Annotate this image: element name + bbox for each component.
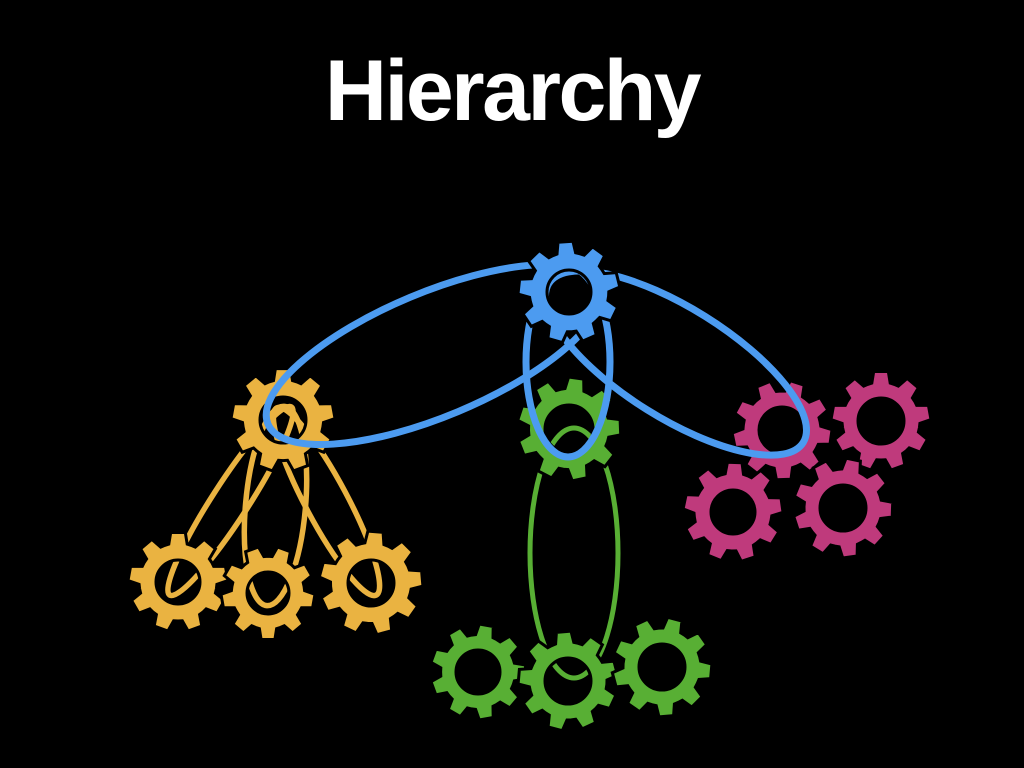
gear-yellow-child-2 <box>219 545 317 641</box>
gear-green-child-3 <box>610 615 714 719</box>
gear-pink-top-right <box>829 370 933 472</box>
edge-green-parent-to-green-child-2 <box>527 425 621 681</box>
gear-root <box>516 239 622 345</box>
slide-title: Hierarchy <box>324 43 702 139</box>
gear-yellow-child-3 <box>317 529 425 637</box>
gear-green-child-2 <box>516 629 620 733</box>
edge-root-to-pink-top-left <box>541 267 811 459</box>
edge-yellow-parent-to-yellow-child-3 <box>270 404 383 599</box>
gear-green-child-1 <box>429 622 527 722</box>
gear-pink-bottom-right <box>791 456 895 560</box>
gear-pink-bottom-left <box>681 460 785 564</box>
gear-yellow-child-1 <box>126 531 230 633</box>
